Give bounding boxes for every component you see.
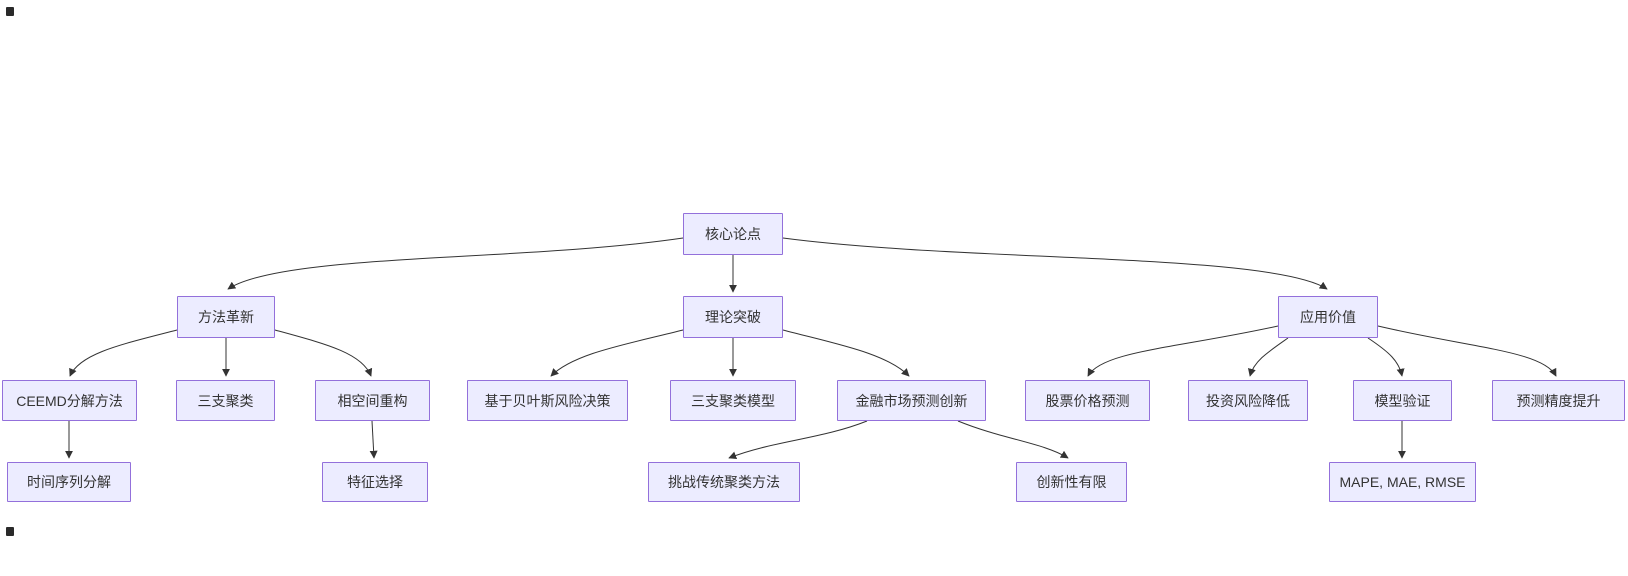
node-core-thesis: 核心论点 [683, 213, 783, 255]
node-challenge-traditional-clustering: 挑战传统聚类方法 [648, 462, 800, 502]
edge-application-value-to-investment-risk-reduction [1247, 337, 1289, 377]
node-ceemd-decomposition: CEEMD分解方法 [2, 380, 137, 421]
node-bayesian-risk-decision: 基于贝叶斯风险决策 [467, 380, 628, 421]
edge-application-value-to-prediction-accuracy-improvement [1377, 325, 1557, 377]
edge-phase-space-reconstruction-to-feature-selection [369, 420, 378, 459]
node-phase-space-reconstruction: 相空间重构 [315, 380, 430, 421]
node-time-series-decomposition: 时间序列分解 [7, 462, 131, 502]
node-financial-forecast-innovation: 金融市场预测创新 [837, 380, 986, 421]
node-prediction-accuracy-improvement: 预测精度提升 [1492, 380, 1625, 421]
edge-theory-breakthrough-to-bayesian-risk-decision [550, 329, 684, 377]
node-stock-price-prediction: 股票价格预测 [1025, 380, 1150, 421]
edge-financial-forecast-innovation-to-limited-innovation [957, 420, 1069, 459]
edge-method-innovation-to-ceemd-decomposition [69, 329, 178, 377]
screen-artifact-top-left [6, 7, 14, 16]
edge-application-value-to-model-validation [1367, 337, 1405, 377]
node-evaluation-metrics: MAPE, MAE, RMSE [1329, 462, 1476, 502]
node-theory-breakthrough: 理论突破 [683, 296, 783, 338]
screen-artifact-bottom-left [6, 527, 14, 536]
edge-application-value-to-stock-price-prediction [1087, 325, 1279, 377]
node-three-way-clustering-model: 三支聚类模型 [670, 380, 796, 421]
node-three-way-clustering: 三支聚类 [176, 380, 275, 421]
edge-core-thesis-to-application-value [782, 237, 1328, 290]
node-investment-risk-reduction: 投资风险降低 [1188, 380, 1308, 421]
edge-theory-breakthrough-to-financial-forecast-innovation [782, 329, 910, 377]
node-method-innovation: 方法革新 [177, 296, 275, 338]
node-limited-innovation: 创新性有限 [1016, 462, 1127, 502]
node-feature-selection: 特征选择 [322, 462, 428, 502]
node-model-validation: 模型验证 [1353, 380, 1452, 421]
node-application-value: 应用价值 [1278, 296, 1378, 338]
edge-core-thesis-to-method-innovation [227, 237, 684, 290]
edge-financial-forecast-innovation-to-challenge-traditional-clustering [728, 420, 868, 460]
edge-method-innovation-to-phase-space-reconstruction [274, 329, 373, 377]
